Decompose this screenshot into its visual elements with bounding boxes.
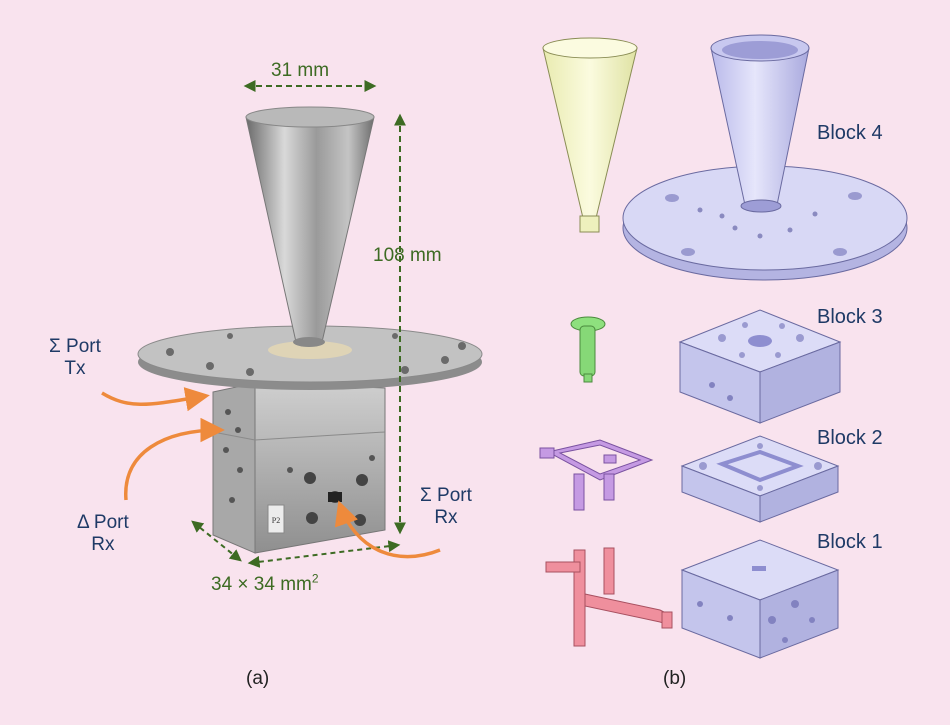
- base-dimension-main: 34 × 34 mm: [211, 574, 312, 595]
- block-1-label: Block 1: [817, 531, 883, 553]
- inner-cone-part: [542, 37, 638, 233]
- base-width-dimension-line: [247, 540, 401, 568]
- base-dimension-exponent: 2: [311, 571, 319, 586]
- block-2-label: Block 2: [817, 427, 883, 449]
- sigma-tx-port-line2: Tx: [64, 357, 86, 379]
- block-3-label: Block 3: [817, 306, 883, 328]
- block-2-part: [680, 435, 840, 523]
- sigma-tx-port-label: Σ Port Tx: [49, 336, 101, 380]
- panel-b-label: (b): [663, 668, 687, 689]
- delta-rx-port-label: Δ Port Rx: [77, 512, 129, 556]
- block-4-part: [622, 34, 908, 281]
- feed-network-part: [545, 547, 673, 647]
- horn: [245, 106, 375, 347]
- delta-rx-port-line2: Rx: [91, 533, 115, 555]
- sigma-rx-port-line1: Σ Port: [420, 485, 472, 506]
- sigma-tx-arrow: [101, 387, 210, 412]
- block-4-label: Block 4: [817, 122, 883, 144]
- circuit-layer-part: [539, 439, 654, 511]
- sigma-rx-arrow: [334, 500, 441, 559]
- base-dimension-label: 34 × 34 mm2: [211, 571, 319, 596]
- delta-rx-port-line1: Δ Port: [77, 512, 129, 533]
- sigma-rx-port-line2: Rx: [434, 506, 458, 528]
- block-1-part: [680, 539, 840, 659]
- green-pin-part: [570, 316, 606, 383]
- sigma-tx-port-line1: Σ Port: [49, 336, 101, 357]
- base-block: [212, 382, 386, 554]
- height-dimension-label: 108 mm: [373, 245, 442, 266]
- sigma-rx-port-label: Σ Port Rx: [420, 485, 472, 529]
- plate-marking: P2: [272, 516, 280, 525]
- block-3-part: [678, 309, 842, 424]
- aperture-dimension-label: 31 mm: [271, 60, 330, 81]
- plate-sticker: [267, 504, 285, 534]
- panel-a-label: (a): [246, 668, 270, 689]
- delta-rx-arrow: [124, 417, 225, 501]
- base-depth-dimension-line: [191, 520, 242, 562]
